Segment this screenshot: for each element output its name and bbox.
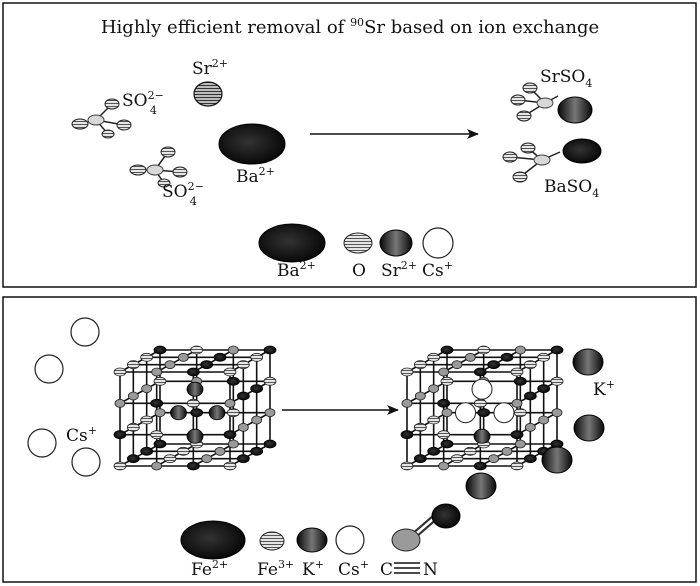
baso4-label: BaSO4 (544, 177, 599, 200)
prussian-blue-lattice-before (113, 345, 277, 471)
srso4-label: SrSO4 (540, 67, 592, 90)
legend-sr-label: Sr2+ (381, 259, 417, 281)
cs-ion (34, 354, 64, 384)
triple-bond-icon (394, 562, 420, 574)
prussian-blue-lattice-after (400, 345, 564, 471)
legend-o-label: O (352, 261, 366, 281)
cs-ion (27, 428, 57, 458)
legend-fe3-label: Fe3+ (257, 558, 294, 580)
k-ion (573, 414, 605, 442)
sr-ion (193, 81, 223, 107)
legend-cs-swatch-bottom (335, 525, 365, 555)
sulfate-ion-lower (129, 146, 188, 188)
legend-sr-swatch (379, 229, 413, 257)
legend-k-label: K+ (302, 558, 324, 580)
legend-cs-label-bottom: Cs+ (338, 558, 369, 580)
cs-ion (70, 317, 100, 347)
legend-cs-swatch (422, 227, 454, 259)
legend-cn-n-label: N (423, 560, 438, 580)
sr-ion-label: Sr2+ (192, 57, 228, 79)
k-ion (572, 348, 604, 376)
legend-o-swatch (343, 232, 373, 254)
cyanide-ligand (391, 503, 461, 552)
so4-label-upper: SO2−4 (122, 89, 164, 117)
k-ion (465, 472, 497, 500)
baso4-product (502, 138, 602, 183)
cs-ion-label: Cs+ (66, 424, 97, 446)
so4-label-lower: SO2−4 (162, 180, 204, 208)
srso4-product (510, 82, 593, 124)
legend-fe3-swatch (259, 531, 285, 551)
legend-ba-label: Ba2+ (277, 259, 316, 281)
legend-cs-label: Cs+ (422, 259, 453, 281)
legend-cn-c-label: C (380, 560, 393, 580)
ba-ion-label: Ba2+ (236, 165, 275, 187)
k-ion-label: K+ (593, 378, 615, 400)
cs-ion (71, 447, 101, 477)
legend-fe2-swatch (180, 520, 246, 560)
legend-fe2-label: Fe2+ (191, 558, 228, 580)
sulfate-ion-upper (71, 98, 132, 139)
legend-ba-swatch (258, 223, 326, 263)
k-ion (541, 446, 573, 474)
top-panel-title: Highly efficient removal of 90Sr based o… (101, 16, 599, 38)
ba-ion (218, 123, 286, 165)
legend-k-swatch (296, 527, 328, 553)
